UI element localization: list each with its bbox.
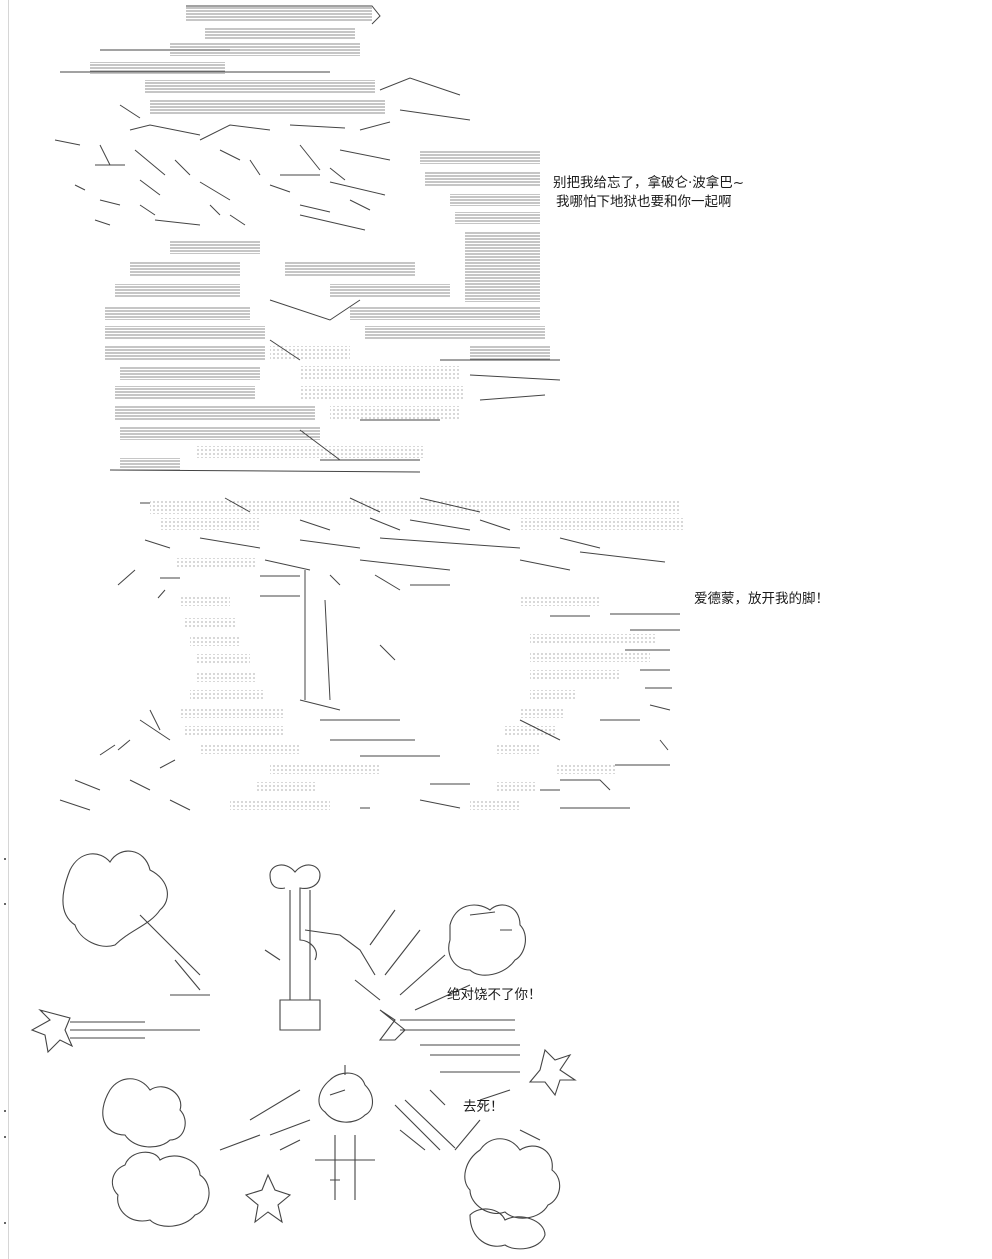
margin-dot	[4, 903, 6, 905]
dialogue-line-2: 我哪怕下地狱也要和你一起啊	[556, 194, 732, 210]
hat-figure-art	[54, 5, 561, 473]
fight-cloud-art	[30, 850, 577, 1250]
legs-art	[59, 497, 685, 811]
dialogue-line-1: 别把我给忘了，拿破仑·波拿巴~	[553, 175, 745, 191]
dialogue-die: 去死！	[463, 1099, 504, 1115]
dialogue-let-go: 爱德蒙，放开我的脚！	[694, 591, 829, 607]
margin-dot	[4, 1110, 6, 1112]
dialogue-wont-forgive: 绝对饶不了你！	[447, 987, 542, 1003]
margin-dot	[4, 1222, 6, 1224]
margin-dot	[4, 858, 6, 860]
left-page-edge	[8, 0, 9, 1259]
margin-dot	[4, 1136, 6, 1138]
